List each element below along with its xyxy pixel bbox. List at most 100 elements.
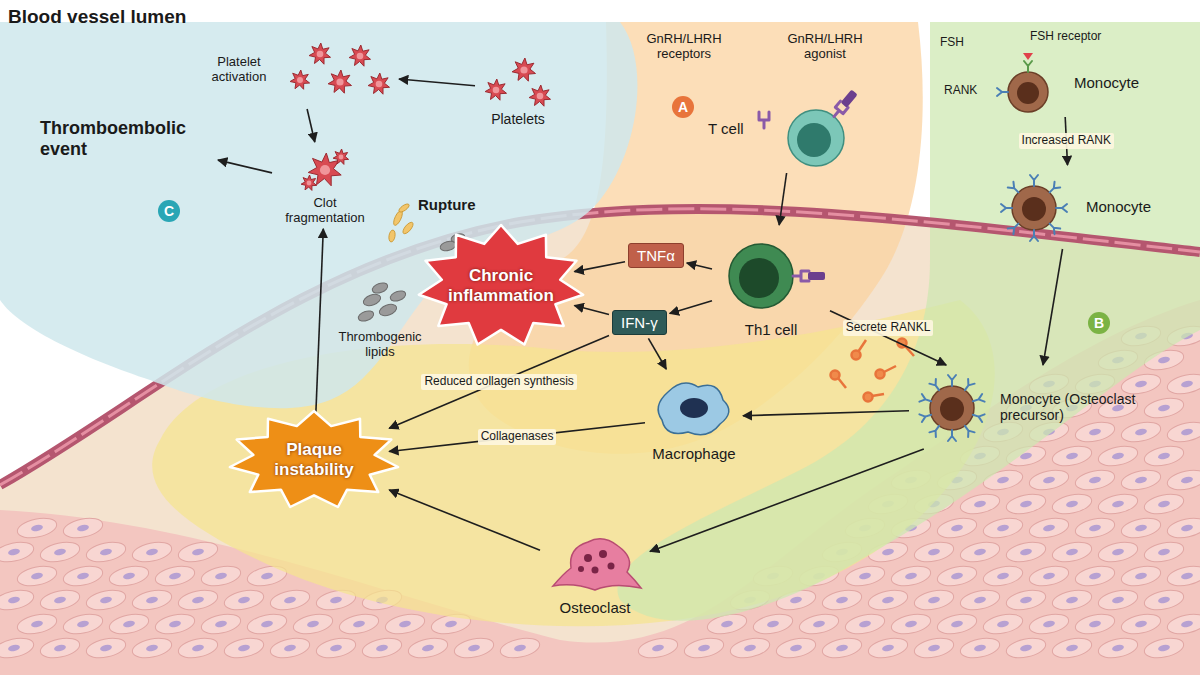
- muscle-nucleus: [1066, 548, 1079, 556]
- platelet-core: [336, 78, 343, 85]
- muscle-cell: [223, 635, 266, 661]
- node-text-group: TNFα: [637, 247, 675, 264]
- node-text: Platelet activation: [200, 55, 278, 85]
- node-text-group: Macrophage: [652, 445, 735, 462]
- muscle-nucleus: [31, 572, 44, 580]
- muscle-nucleus: [951, 572, 964, 580]
- node-text: TNFα: [637, 247, 675, 264]
- muscle-nucleus: [330, 596, 343, 604]
- receptor-label: FSH receptor: [1030, 30, 1101, 44]
- muscle-nucleus: [1158, 356, 1171, 364]
- receptor: [1030, 175, 1038, 186]
- muscle-nucleus: [1181, 476, 1194, 484]
- muscle-cell: [1051, 539, 1094, 565]
- muscle-nucleus: [123, 572, 136, 580]
- muscle-cell: [982, 563, 1025, 589]
- node-text: Plaque instability: [257, 440, 372, 479]
- cell-body: [1022, 197, 1046, 221]
- muscle-nucleus: [744, 644, 757, 652]
- muscle-cell: [890, 563, 933, 589]
- muscle-nucleus: [146, 548, 159, 556]
- osteoclast-nuclei: [578, 550, 615, 574]
- outcome-text: Thromboembolic event: [40, 118, 215, 159]
- muscle-nucleus: [698, 644, 711, 652]
- muscle-nucleus: [215, 572, 228, 580]
- muscle-nucleus: [8, 548, 21, 556]
- cell-body: [739, 258, 779, 298]
- receptor: [1056, 204, 1067, 212]
- muscle-cell: [1143, 587, 1186, 613]
- node-text: Monocyte: [1086, 198, 1151, 215]
- muscle-nucleus: [77, 620, 90, 628]
- muscle-cell: [1166, 563, 1200, 589]
- muscle-cell: [269, 587, 312, 613]
- muscle-nucleus: [100, 548, 113, 556]
- edge-label: Secrete RANKL: [843, 320, 934, 336]
- platelet: [485, 79, 506, 100]
- region-title: Blood vessel lumen: [8, 6, 186, 28]
- cell-icon: [543, 528, 647, 598]
- muscle-nucleus: [882, 548, 895, 556]
- muscle-cell: [453, 635, 496, 661]
- receptor: [1008, 182, 1021, 195]
- muscle-nucleus: [54, 596, 67, 604]
- muscle-cell: [1143, 443, 1186, 469]
- receptor: [972, 394, 985, 405]
- agonist-label: GnRH/LHRH agonist: [780, 32, 870, 62]
- receptor: [997, 88, 1008, 96]
- muscle-cell: [154, 611, 197, 637]
- arrow-connector: [399, 79, 475, 86]
- arrow-connector: [650, 449, 924, 552]
- cell-body: [788, 110, 844, 166]
- arrow-connector: [218, 160, 272, 173]
- edge-label: Increased RANK: [1019, 133, 1114, 149]
- receptor: [1001, 204, 1012, 212]
- muscle-nucleus: [330, 644, 343, 652]
- muscle-nucleus: [169, 572, 182, 580]
- muscle-cell: [154, 563, 197, 589]
- receptor-label: RANK: [944, 84, 977, 98]
- node-text-group: Monocyte: [1074, 74, 1139, 91]
- arrow-connector: [830, 311, 946, 365]
- muscle-cell: [821, 635, 864, 661]
- muscle-nucleus: [123, 620, 136, 628]
- cytokine-box: TNFα: [628, 243, 684, 268]
- muscle-nucleus: [1112, 596, 1125, 604]
- muscle-nucleus: [905, 620, 918, 628]
- receptor: [1030, 230, 1038, 241]
- muscle-cell: [0, 635, 35, 661]
- muscle-cell: [775, 635, 818, 661]
- muscle-cell: [844, 563, 887, 589]
- platelet-activation: Platelet activation: [200, 34, 396, 106]
- muscle-cell: [108, 563, 151, 589]
- muscle-cell: [1097, 491, 1140, 517]
- fsh-hormone: [1023, 53, 1033, 60]
- muscle-nucleus: [353, 620, 366, 628]
- muscle-nucleus: [951, 524, 964, 532]
- muscle-cell: [384, 611, 427, 637]
- muscle-nucleus: [1112, 500, 1125, 508]
- cell-body: [930, 386, 974, 430]
- receptor: [948, 430, 956, 441]
- muscle-cell: [1097, 635, 1140, 661]
- node-text: Osteoclast: [560, 599, 631, 616]
- platelet-core: [297, 77, 303, 83]
- node-text: Chronic inflammation: [444, 266, 559, 305]
- effect-starburst: Chronic inflammation: [415, 222, 587, 350]
- node-text: Thromboembolic event: [40, 118, 215, 159]
- muscle-cell: [1005, 539, 1048, 565]
- muscle-nucleus: [1066, 500, 1079, 508]
- arrow-connector: [389, 490, 540, 550]
- platelet: [349, 45, 370, 66]
- arrow-connector: [1043, 249, 1063, 365]
- muscle-cell: [131, 539, 174, 565]
- muscle-nucleus: [307, 620, 320, 628]
- platelet-core: [357, 53, 364, 60]
- muscle-nucleus: [836, 596, 849, 604]
- muscle-cell: [936, 515, 979, 541]
- muscle-cell: [1120, 563, 1163, 589]
- muscle-nucleus: [974, 500, 987, 508]
- muscle-cell: [1120, 419, 1163, 445]
- platelet-core: [520, 66, 527, 73]
- muscle-cell: [1166, 611, 1200, 637]
